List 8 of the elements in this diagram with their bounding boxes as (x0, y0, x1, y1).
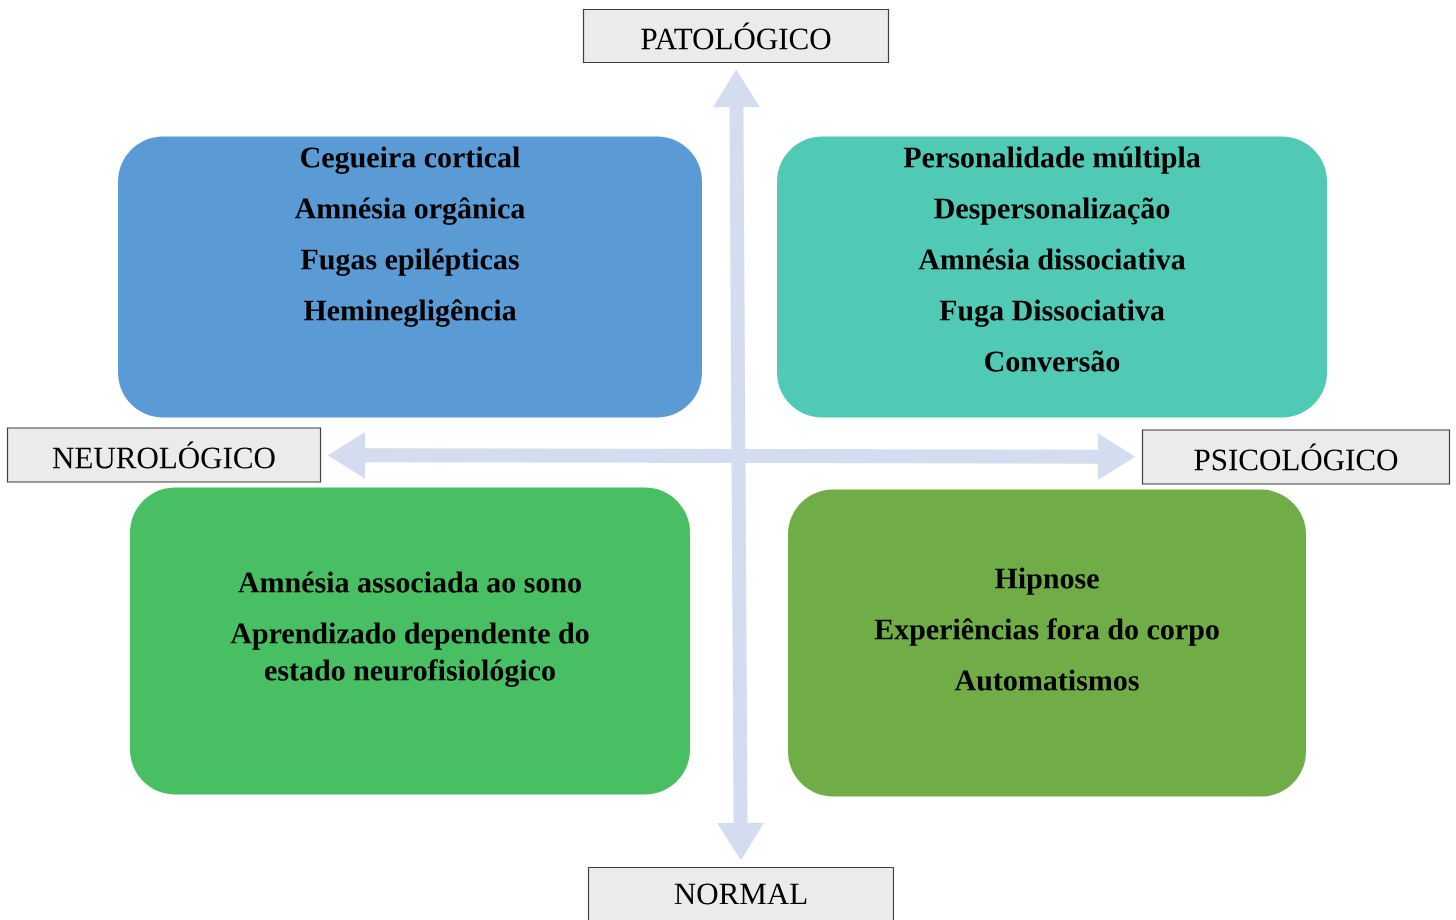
axis-label-box: PSICOLÓGICO (1141, 429, 1451, 485)
axis-label-box: NORMAL (587, 866, 895, 920)
category-box: Personalidade múltipla Despersonalização Amnésia dissociativa Fuga Dissociativa Conversão (777, 136, 1327, 418)
category-box: Cegueira cortical Amnésia orgânica Fugas epilépticas Heminegligência (118, 136, 702, 418)
axis-label-box: NEUROLÓGICO (6, 427, 322, 483)
axis-label-box: PATOLÓGICO (582, 8, 890, 64)
category-box: Amnésia associada ao sono Aprendizado dependente do estado neurofisiológico (130, 487, 690, 795)
category-box: Hipnose Experiências fora do corpo Automatismos (788, 489, 1306, 797)
